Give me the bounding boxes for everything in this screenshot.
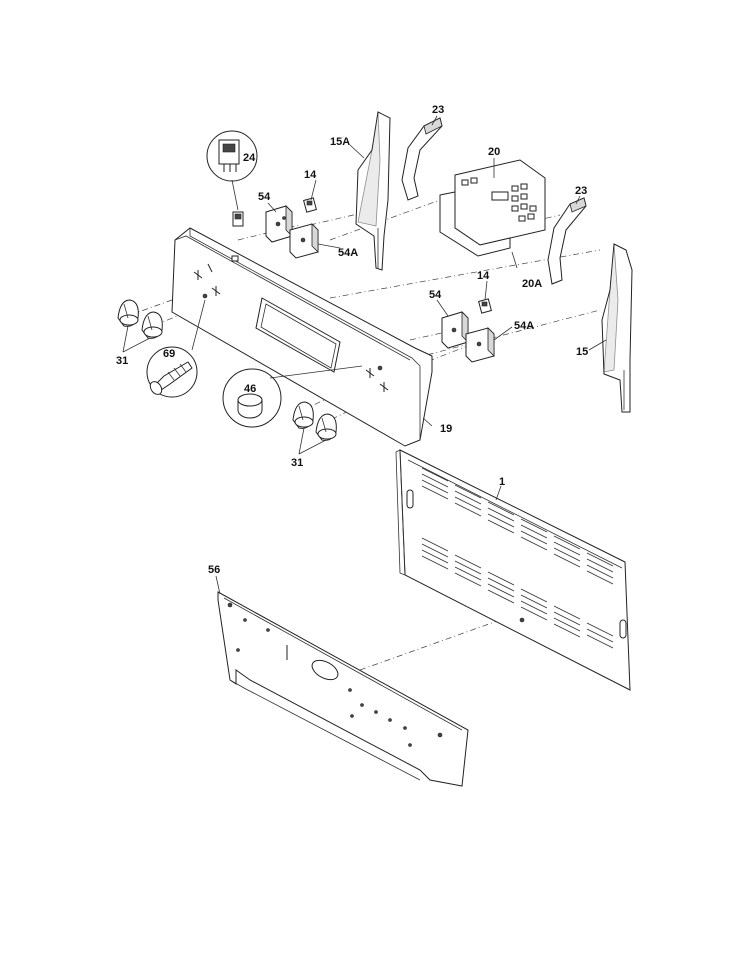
callout-46: 46 — [244, 383, 256, 395]
callout-labels: 1 14 14 15 15A 19 20 20A 23 23 24 31 31 … — [116, 104, 588, 576]
infinite-switch-54-lower — [441, 311, 469, 349]
callout-15a: 15A — [330, 136, 350, 148]
callout-23-right: 23 — [575, 185, 587, 197]
manifold-bracket-56 — [217, 591, 469, 787]
vent-slots-upper — [421, 467, 614, 585]
control-buttons — [461, 177, 537, 222]
callout-31-right: 31 — [291, 457, 303, 469]
knob-31-left-b — [141, 311, 163, 339]
rear-cover-1 — [395, 449, 631, 691]
switch-14-upper — [303, 197, 317, 213]
callout-56: 56 — [208, 564, 220, 576]
infinite-switch-54a-lower — [465, 327, 495, 363]
callout-54a-lower: 54A — [514, 320, 534, 332]
infinite-switch-54a-upper — [289, 223, 319, 259]
end-cap-23-upper — [401, 117, 443, 201]
leader-lines — [122, 115, 607, 595]
callout-14-upper: 14 — [304, 169, 317, 181]
end-cap-23-right — [547, 197, 587, 285]
side-trim-15a — [355, 111, 391, 271]
push-button-46-detail — [222, 365, 363, 428]
switch-14-lower — [478, 298, 492, 314]
infinite-switch-54-upper — [265, 205, 293, 243]
callout-15: 15 — [576, 346, 588, 358]
callout-1: 1 — [499, 476, 505, 488]
side-trim-15 — [601, 243, 633, 413]
knob-31-right-a — [292, 401, 314, 429]
screw-69-detail — [146, 299, 206, 398]
callout-14-lower: 14 — [477, 270, 490, 282]
callout-69: 69 — [163, 348, 175, 360]
vent-slots-lower — [421, 537, 614, 649]
callout-20: 20 — [488, 146, 500, 158]
callout-19: 19 — [440, 423, 452, 435]
bracket-holes — [227, 602, 443, 747]
knob-31-left-a — [117, 299, 139, 327]
callout-54-upper: 54 — [258, 191, 271, 203]
callout-20a: 20A — [522, 278, 542, 290]
knob-31-right-b — [315, 413, 337, 441]
callout-24: 24 — [243, 152, 256, 164]
panel-screws — [193, 263, 389, 392]
electronic-control-20 — [439, 159, 546, 257]
control-panel-19 — [171, 227, 433, 447]
callout-54a-upper: 54A — [338, 247, 358, 259]
callout-54-lower: 54 — [429, 289, 442, 301]
rocker-switch-24 — [206, 130, 258, 227]
callout-31-left: 31 — [116, 355, 128, 367]
callout-23-upper: 23 — [432, 104, 444, 116]
